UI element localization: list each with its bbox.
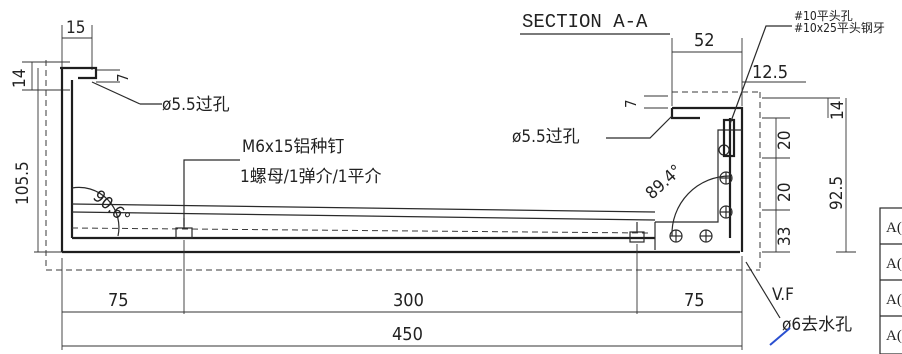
svg-text:33: 33 [775,227,795,246]
hole-right-note: ø5.5过孔 [512,115,673,147]
svg-text:105.5: 105.5 [13,161,33,205]
svg-text:75: 75 [684,290,705,311]
svg-text:#10x25平头钢牙: #10x25平头钢牙 [794,21,885,35]
rivet-right-icon [629,222,645,243]
svg-text:ø5.5过孔: ø5.5过孔 [512,127,580,147]
hidden-line-top [71,227,649,234]
svg-text:300: 300 [393,290,424,311]
channel-profile [60,66,744,254]
hole-left-note: ø5.5过孔 [91,81,230,115]
left-angle-arc [71,186,120,237]
svg-text:20: 20 [775,131,795,150]
right-angle-label: 89.4° [642,161,686,204]
dim-top-left-15: 15 [61,18,93,70]
svg-text:V.F: V.F [772,285,794,305]
svg-text:52: 52 [694,30,715,51]
rivet-left-icon [175,218,193,239]
svg-text:#10平头孔: #10平头孔 [794,9,853,23]
screw-icon [722,118,736,158]
svg-text:75: 75 [108,290,129,311]
rivet-note: M6x15铝种钉 1螺母/1弹介/1平介 [183,137,382,226]
dim-lip-right-7: 7 [622,99,640,108]
lip-right-arrows [644,95,668,109]
svg-text:ø5.5过孔: ø5.5过孔 [162,95,230,115]
dim-right-flange-14: 14 [762,97,848,120]
svg-text:ø6去水孔: ø6去水孔 [782,315,852,335]
lip-left-arrows [96,69,120,83]
dim-right-inner-12-5: 12.5 [742,62,806,83]
dim-right-stack: 20 20 33 [762,117,795,253]
svg-text:A(: A( [886,328,902,344]
svg-text:14: 14 [10,69,30,88]
svg-text:14: 14 [828,101,848,120]
dim-right-height-92-5: 92.5 [827,98,856,253]
svg-text:A(: A( [886,256,902,272]
svg-text:A(: A( [886,292,902,308]
svg-text:92.5: 92.5 [827,176,847,210]
svg-text:15: 15 [66,18,85,38]
dim-right-top-52: 52 [671,30,743,106]
svg-text:1螺母/1弹介/1平介: 1螺母/1弹介/1平介 [240,167,382,187]
vf-drain-note: V.F ø6去水孔 [745,261,852,346]
svg-text:450: 450 [392,324,423,345]
partial-table: A( A( A( A( [879,207,902,354]
svg-text:12.5: 12.5 [752,62,788,83]
svg-text:20: 20 [775,183,795,202]
bolt-icons [669,144,733,243]
bracket-plate [654,129,742,250]
svg-text:A(: A( [886,220,902,236]
svg-text:M6x15铝种钉: M6x15铝种钉 [242,137,344,157]
left-angle-label: 90.6° [89,187,134,229]
dim-left-height-105-5: 105.5 [13,68,70,253]
section-title: SECTION A-A [522,11,648,33]
right-angle-arc [671,175,731,237]
dim-bottom-chain: 75 300 75 450 [61,240,743,350]
dim-lip-left-7: 7 [114,73,132,82]
